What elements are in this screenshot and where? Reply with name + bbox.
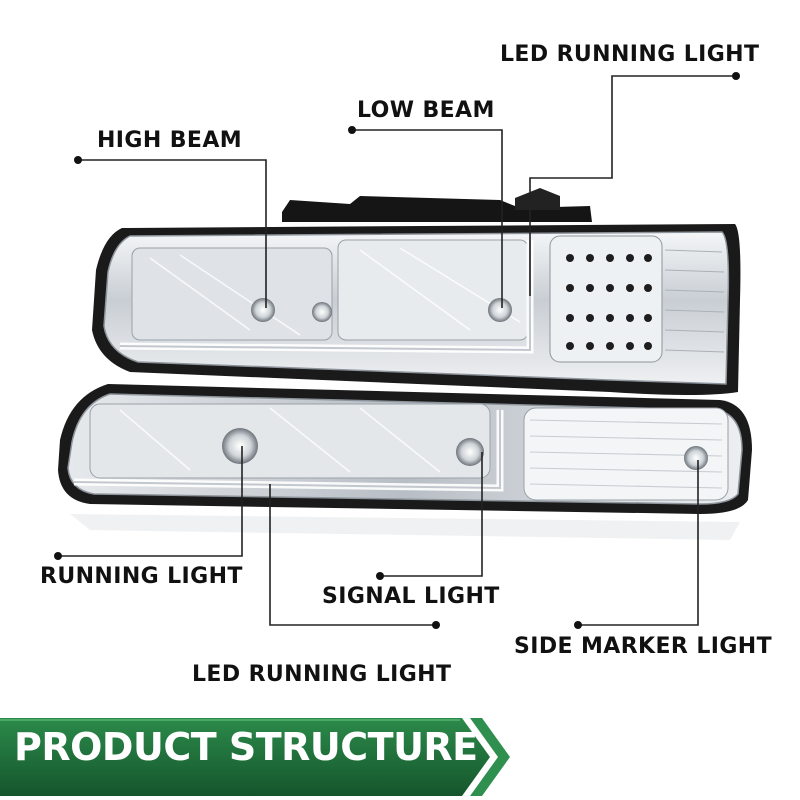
callout-high-beam: HIGH BEAM bbox=[97, 128, 243, 153]
headlight-housing-tabs bbox=[282, 188, 592, 222]
callout-signal-light: SIGNAL LIGHT bbox=[322, 584, 500, 609]
callout-led-running-light-top: LED RUNNING LIGHT bbox=[500, 42, 760, 67]
product-structure-banner bbox=[0, 718, 510, 796]
headlight-assembly bbox=[92, 224, 741, 395]
callout-led-running-light-bottom: LED RUNNING LIGHT bbox=[192, 662, 452, 687]
bumper-light-assembly bbox=[58, 384, 752, 540]
callout-side-marker-light: SIDE MARKER LIGHT bbox=[514, 634, 772, 659]
callout-low-beam: LOW BEAM bbox=[357, 98, 495, 123]
leader-lines bbox=[58, 75, 736, 626]
banner-title: PRODUCT STRUCTURE bbox=[14, 725, 478, 769]
leader-dots bbox=[54, 72, 740, 629]
callout-running-light: RUNNING LIGHT bbox=[40, 564, 243, 589]
